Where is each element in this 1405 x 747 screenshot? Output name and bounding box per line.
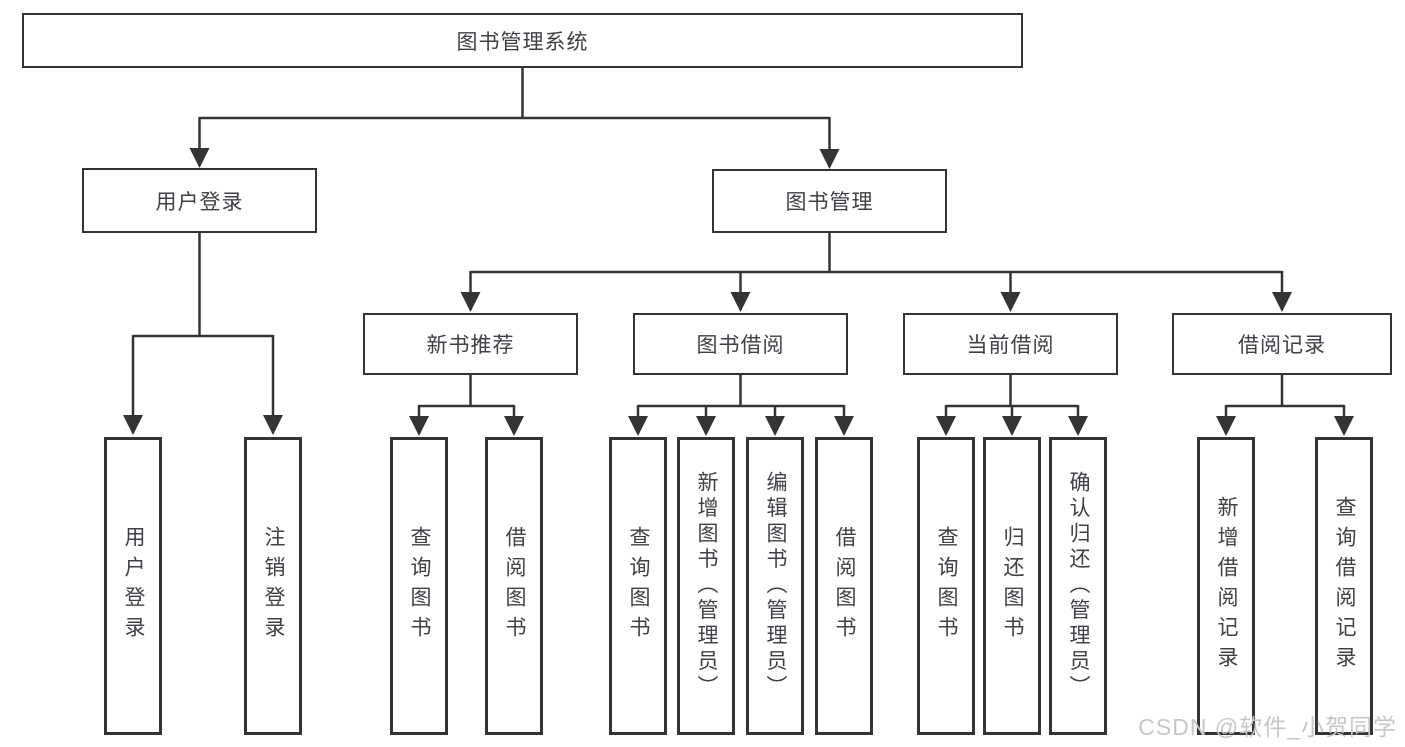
node-borrow-records: 借阅记录 bbox=[1172, 313, 1392, 375]
connector bbox=[199, 68, 830, 120]
leaf-borrow-books-recommend: 借阅图书 bbox=[485, 437, 543, 735]
leaf-confirm-return-admin: 确认归还（管理员） bbox=[1049, 437, 1107, 735]
leaf-edit-book-admin: 编辑图书（管理员） bbox=[746, 437, 804, 735]
node-book-management: 图书管理 bbox=[712, 169, 947, 233]
connector bbox=[419, 375, 514, 408]
connector bbox=[1226, 375, 1344, 408]
node-user-login: 用户登录 bbox=[82, 168, 317, 233]
csdn-watermark: CSDN @软件_小贺同学 bbox=[1138, 714, 1397, 740]
node-new-book-recommend: 新书推荐 bbox=[363, 313, 578, 375]
leaf-query-books-borrow: 查询图书 bbox=[609, 437, 667, 735]
connector bbox=[638, 375, 844, 408]
node-root-system: 图书管理系统 bbox=[22, 13, 1023, 68]
node-book-borrow: 图书借阅 bbox=[633, 313, 848, 375]
leaf-add-book-admin: 新增图书（管理员） bbox=[677, 437, 735, 735]
connector bbox=[946, 375, 1078, 408]
connector bbox=[470, 233, 1282, 274]
leaf-query-books-current: 查询图书 bbox=[917, 437, 975, 735]
connector bbox=[133, 233, 273, 338]
leaf-logout: 注销登录 bbox=[244, 437, 302, 735]
leaf-add-borrow-record: 新增借阅记录 bbox=[1197, 437, 1255, 735]
leaf-borrow-books-borrow: 借阅图书 bbox=[815, 437, 873, 735]
node-current-borrow: 当前借阅 bbox=[903, 313, 1118, 375]
leaf-query-borrow-record: 查询借阅记录 bbox=[1315, 437, 1373, 735]
leaf-user-login: 用户登录 bbox=[104, 437, 162, 735]
leaf-query-books-recommend: 查询图书 bbox=[390, 437, 448, 735]
leaf-return-book: 归还图书 bbox=[983, 437, 1041, 735]
